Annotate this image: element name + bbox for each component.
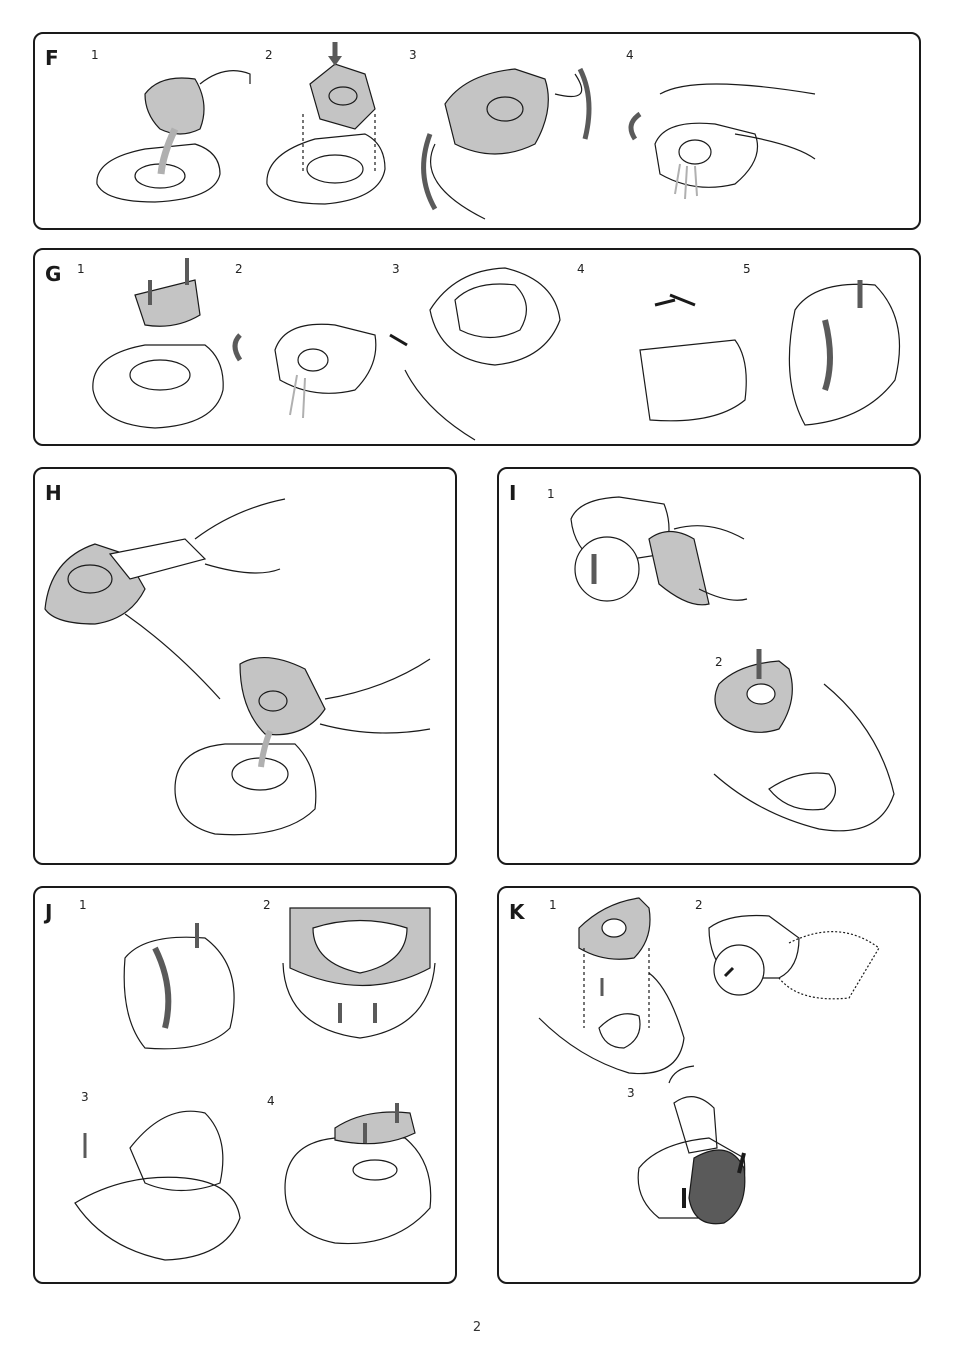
illustration-panel-j	[35, 888, 459, 1286]
illustration-panel-g	[35, 250, 923, 448]
page-number: 2	[0, 1320, 954, 1335]
illustration-panel-k	[499, 888, 923, 1286]
illustration-panel-i	[499, 469, 923, 867]
panel-k: K 1 2 3	[497, 886, 921, 1284]
panel-g: G 1 2 3 4 5	[33, 248, 921, 446]
panel-j: J 1 2 3 4	[33, 886, 457, 1284]
panel-f: F 1 2 3 4	[33, 32, 921, 230]
panel-i: I 1 2	[497, 467, 921, 865]
illustration-panel-f	[35, 34, 923, 232]
panel-h: H	[33, 467, 457, 865]
illustration-panel-h	[35, 469, 459, 867]
